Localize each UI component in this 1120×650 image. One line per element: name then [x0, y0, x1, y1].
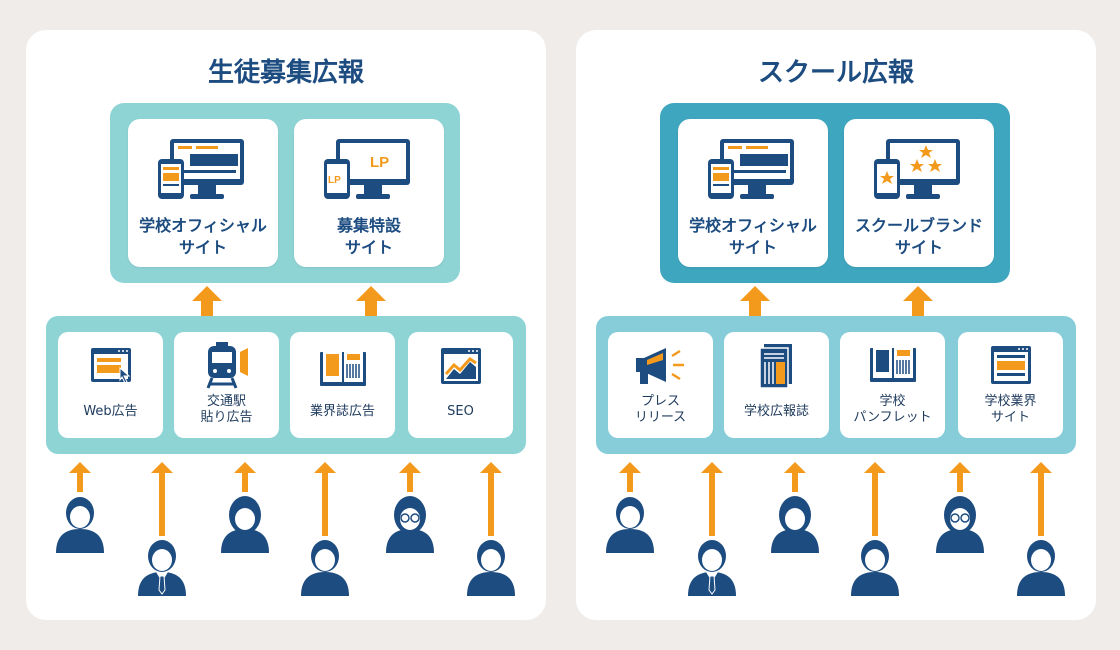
- channels-group: プレス リリース 学校広報誌 学校 パンフレット: [596, 316, 1076, 454]
- lp-devices-icon: LP LP: [324, 139, 410, 199]
- school-pr-panel: スクール広報 学校オフィシャル サイト: [576, 30, 1096, 620]
- up-arrow-icon: [234, 462, 256, 492]
- school-newsletter-card: 学校広報誌: [724, 332, 829, 438]
- websites-group: 学校オフィシャル サイト スクールブランド サイト: [660, 103, 1010, 283]
- up-arrow-icon: [480, 462, 502, 536]
- official-site-label: 学校オフィシャル サイト: [689, 216, 817, 257]
- woman-glasses-icon: [936, 496, 984, 553]
- woman-glasses-icon: [386, 496, 434, 553]
- official-site-card: 学校オフィシャル サイト: [678, 119, 828, 267]
- up-arrow-icon: [356, 286, 386, 320]
- businessman-icon: [688, 540, 736, 596]
- up-arrow-icon: [619, 462, 641, 492]
- press-release-card: プレス リリース: [608, 332, 713, 438]
- official-site-label: 学校オフィシャル サイト: [139, 216, 267, 257]
- devices-icon: [708, 139, 794, 199]
- megaphone-icon: [636, 348, 684, 384]
- up-arrow-icon: [69, 462, 91, 492]
- school-pamphlet-label: 学校 パンフレット: [853, 394, 932, 425]
- up-arrow-icon: [864, 462, 886, 536]
- star-devices-icon: [874, 139, 960, 199]
- up-arrow-icon: [701, 462, 723, 536]
- seo-card: SEO: [408, 332, 513, 438]
- industry-site-card: 学校業界 サイト: [958, 332, 1063, 438]
- web-ad-card: Web広告: [58, 332, 163, 438]
- woman-icon: [221, 496, 269, 553]
- up-arrow-icon: [314, 462, 336, 536]
- magazine-icon: [320, 350, 366, 386]
- school-pamphlet-card: 学校 パンフレット: [840, 332, 945, 438]
- businessman-icon: [138, 540, 186, 596]
- trade-magazine-card: 業界誌広告: [290, 332, 395, 438]
- svg-text:LP: LP: [370, 154, 389, 171]
- person-icon: [301, 540, 349, 596]
- up-arrow-icon: [151, 462, 173, 536]
- person-icon: [56, 497, 104, 553]
- school-newsletter-label: 学校広報誌: [743, 404, 809, 419]
- web-ad-icon: [91, 348, 131, 384]
- websites-group: 学校オフィシャル サイト LP LP 募集特設 サイト: [110, 103, 460, 283]
- industry-site-label: 学校業界 サイト: [984, 394, 1037, 425]
- brand-site-card: スクールブランド サイト: [844, 119, 994, 267]
- up-arrow-icon: [784, 462, 806, 492]
- station-ad-card: 交通駅 貼り広告: [174, 332, 279, 438]
- person-icon: [851, 540, 899, 596]
- seo-chart-icon: [441, 348, 481, 384]
- recruitment-site-label: 募集特設 サイト: [336, 216, 401, 257]
- recruitment-site-card: LP LP 募集特設 サイト: [294, 119, 444, 267]
- person-icon: [467, 540, 515, 596]
- newsletter-icon: [759, 344, 792, 389]
- press-release-label: プレス リリース: [634, 394, 687, 425]
- devices-icon: [158, 139, 244, 199]
- person-icon: [606, 497, 654, 553]
- panel-title: 生徒募集広報: [207, 58, 364, 88]
- svg-text:LP: LP: [328, 175, 341, 186]
- up-arrow-icon: [1030, 462, 1052, 536]
- train-icon: [206, 342, 248, 389]
- channels-group: Web広告 交通駅 貼り広告 業界誌広告: [46, 316, 526, 454]
- web-ad-label: Web広告: [83, 404, 138, 419]
- person-icon: [1017, 540, 1065, 596]
- woman-icon: [771, 496, 819, 553]
- up-arrow-icon: [399, 462, 421, 492]
- website-icon: [991, 346, 1031, 384]
- seo-label: SEO: [447, 404, 474, 419]
- up-arrow-icon: [192, 286, 222, 320]
- up-arrow-icon: [740, 286, 770, 320]
- up-arrow-icon: [949, 462, 971, 492]
- trade-magazine-label: 業界誌広告: [309, 404, 375, 419]
- pamphlet-icon: [870, 346, 916, 382]
- up-arrow-icon: [903, 286, 933, 320]
- official-site-card: 学校オフィシャル サイト: [128, 119, 278, 267]
- brand-site-label: スクールブランド サイト: [854, 216, 983, 257]
- student-recruitment-panel: 生徒募集広報 学校オフィシャル サイト: [26, 30, 546, 620]
- station-ad-label: 交通駅 貼り広告: [200, 394, 253, 425]
- panel-title: スクール広報: [757, 58, 914, 88]
